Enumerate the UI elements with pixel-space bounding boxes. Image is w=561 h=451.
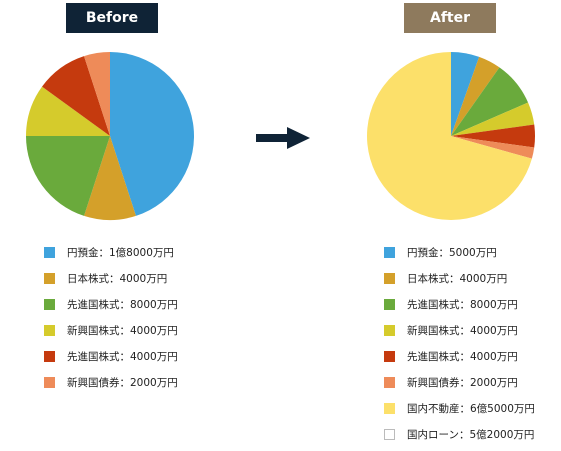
after-pie-slice-5 [451,136,535,159]
after-legend-label: 先進国株式 [407,299,460,311]
before-pie-slice-5 [84,52,110,136]
before-legend-value: 8000万円 [130,299,178,311]
after-legend-swatch [384,429,395,440]
after-legend-swatch [384,247,395,258]
before-legend-item: 円預金：1億8000万円 [44,243,178,262]
before-legend-separator: ： [119,325,131,337]
after-legend-item: 新興国株式：4000万円 [384,321,535,340]
before-pie-slice-0 [110,52,195,216]
after-badge: After [404,3,496,33]
before-pie-slice-3 [26,86,110,136]
before-pie-slice-1 [84,136,136,221]
after-legend-value: 6億5000万円 [470,403,535,415]
after-legend-swatch [384,351,395,362]
before-legend-label: 新興国株式 [67,325,120,337]
before-legend-item: 新興国株式：4000万円 [44,321,178,340]
before-legend-swatch [44,273,55,284]
before-legend-label: 新興国債券 [67,377,120,389]
after-legend-separator: ： [459,377,471,389]
before-legend-item: 先進国株式：8000万円 [44,295,178,314]
after-legend-separator: ： [459,351,471,363]
after-legend-swatch [384,377,395,388]
before-legend-separator: ： [109,273,120,285]
after-legend-separator: ： [458,429,470,441]
before-legend-value: 4000万円 [130,351,178,363]
after-legend-value: 8000万円 [470,299,518,311]
before-legend-separator: ： [119,377,131,389]
before-legend-separator: ： [98,247,110,259]
before-legend-label: 日本株式 [67,273,109,285]
after-legend-separator: ： [459,403,471,415]
before-legend-value: 1億8000万円 [109,247,174,259]
after-pie-chart [367,52,536,220]
after-pie-slice-1 [451,56,500,136]
after-legend-item: 国内不動産：6億5000万円 [384,399,535,418]
after-pie-slice-3 [451,102,535,136]
after-legend-item: 先進国株式：8000万円 [384,295,535,314]
after-legend-label: 国内ローン [407,429,459,441]
before-legend-item: 先進国株式：4000万円 [44,347,178,366]
before-pie-slice-2 [26,136,110,216]
before-pie-chart [26,52,195,221]
before-legend-label: 先進国株式 [67,299,120,311]
after-legend-label: 先進国株式 [407,351,460,363]
after-legend-label: 新興国株式 [407,325,460,337]
after-legend-separator: ： [459,325,471,337]
before-pie-slice-4 [42,56,110,136]
after-legend-value: 5000万円 [449,247,497,259]
after-legend-swatch [384,325,395,336]
after-pie-slice-4 [451,124,536,148]
before-legend-item: 新興国債券：2000万円 [44,373,178,392]
before-legend-swatch [44,325,55,336]
after-pie-slice-2 [451,67,529,136]
after-legend-label: 日本株式 [407,273,449,285]
right-arrow-icon [256,127,310,149]
after-legend-item: 国内ローン：5億2000万円 [384,425,535,444]
before-legend-separator: ： [119,351,131,363]
before-badge: Before [66,3,158,33]
after-legend-value: 5億2000万円 [469,429,535,441]
before-legend-swatch [44,351,55,362]
after-legend-swatch [384,299,395,310]
before-legend-item: 日本株式：4000万円 [44,269,178,288]
after-legend-label: 新興国債券 [407,377,460,389]
after-legend-item: 日本株式：4000万円 [384,269,535,288]
after-legend-separator: ： [438,247,450,259]
after-legend-separator: ： [459,299,471,311]
after-legend: 円預金：5000万円日本株式：4000万円先進国株式：8000万円新興国株式：4… [384,243,535,451]
after-legend-label: 国内不動産 [407,403,460,415]
after-legend-value: 4000万円 [470,325,518,337]
after-legend-item: 先進国株式：4000万円 [384,347,535,366]
after-legend-item: 円預金：5000万円 [384,243,535,262]
before-legend-swatch [44,299,55,310]
before-legend: 円預金：1億8000万円日本株式：4000万円先進国株式：8000万円新興国株式… [44,243,178,399]
after-pie-slice-0 [451,52,480,136]
after-legend-separator: ： [449,273,460,285]
after-legend-value: 4000万円 [459,273,508,285]
after-pie-slice-6 [367,52,532,220]
before-legend-separator: ： [119,299,131,311]
after-legend-swatch [384,273,395,284]
before-legend-label: 先進国株式 [67,351,120,363]
before-legend-swatch [44,247,55,258]
before-legend-value: 2000万円 [130,377,178,389]
after-legend-value: 2000万円 [470,377,518,389]
before-legend-swatch [44,377,55,388]
before-legend-value: 4000万円 [130,325,178,337]
after-legend-value: 4000万円 [470,351,518,363]
after-legend-item: 新興国債券：2000万円 [384,373,535,392]
before-legend-label: 円預金 [67,247,99,259]
after-legend-label: 円預金 [407,247,439,259]
before-legend-value: 4000万円 [119,273,168,285]
